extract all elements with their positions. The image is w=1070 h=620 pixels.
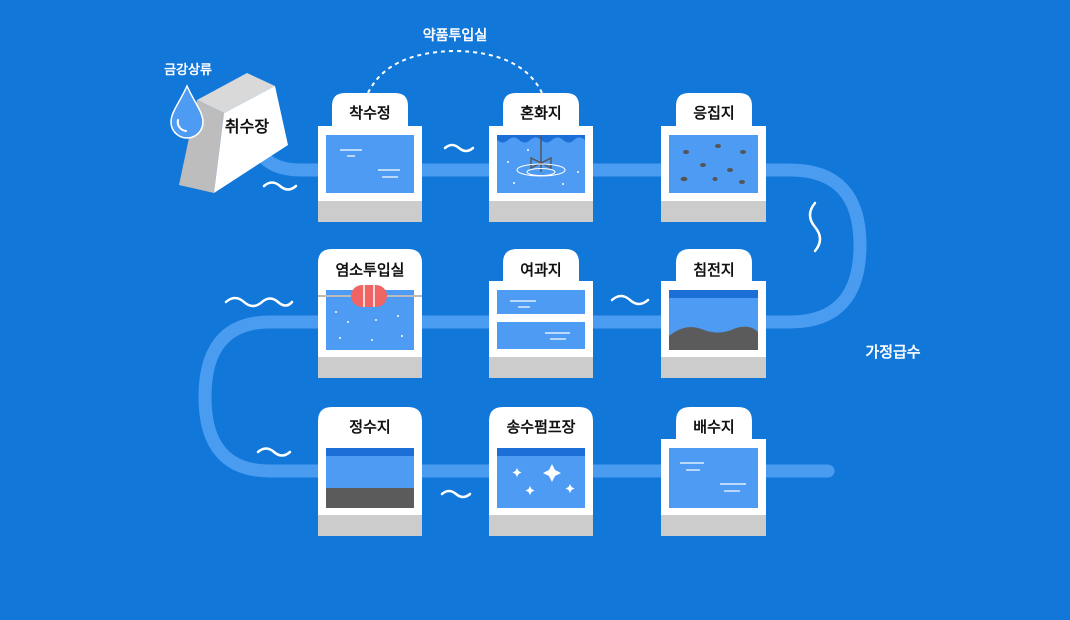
stage-mixing-basin: 혼화지: [489, 93, 593, 222]
stage-label: 정수지: [349, 418, 390, 436]
wave-icon: [443, 143, 475, 153]
wave-decorations: [224, 143, 822, 499]
wave-icon: [262, 181, 298, 191]
chlorine-device-icon: [351, 285, 387, 307]
ripple-lines: [340, 149, 400, 178]
stage-coagulation-basin: 응집지: [661, 93, 766, 222]
intake-front: [214, 86, 288, 193]
stage-label: 혼화지: [520, 104, 561, 122]
intake-side: [179, 100, 224, 193]
pipeline: [198, 143, 867, 478]
stage-filtration-basin: 여과지: [489, 249, 593, 378]
stage-label: 여과지: [520, 261, 561, 279]
intake-station: 취수장: [179, 73, 288, 193]
wave-icon: [224, 296, 294, 308]
stage-label: 착수정: [349, 104, 390, 122]
stage-label: 송수펌프장: [506, 418, 575, 436]
stage-label: 배수지: [693, 418, 734, 436]
source-label: 금강상류: [164, 62, 212, 78]
stage-intake-well: 착수정: [318, 93, 422, 222]
sediment-layer: [669, 326, 758, 350]
stage-distribution-reservoir: 배수지: [661, 407, 766, 536]
stage-chlorine-room: 염소투입실: [318, 249, 422, 378]
stage-pump-station: 송수펌프장: [489, 407, 593, 536]
wave-icon: [610, 294, 650, 306]
stage-label: 응집지: [693, 104, 734, 122]
stage-sedimentation-basin: 침전지: [661, 249, 766, 378]
stage-label: 염소투입실: [335, 261, 404, 279]
chemical-room-label: 약품투입실: [423, 27, 487, 44]
household-supply-label: 가정급수: [865, 343, 920, 361]
chemical-dashed-arc: [367, 49, 543, 94]
ripple-lines: [680, 462, 746, 492]
wave-icon: [808, 201, 822, 253]
stage-clear-water-basin: 정수지: [318, 407, 422, 536]
intake-label: 취수장: [225, 117, 269, 136]
wave-icon: [256, 447, 292, 457]
water-drop-icon: [170, 84, 204, 139]
wave-icon: [440, 489, 472, 499]
sparkle-icons: [512, 464, 575, 495]
stage-label: 침전지: [693, 261, 734, 279]
floc-particles: [680, 144, 746, 184]
intake-top: [197, 73, 275, 113]
pipe-row1: [198, 143, 867, 478]
ripple-lines: [510, 300, 570, 340]
